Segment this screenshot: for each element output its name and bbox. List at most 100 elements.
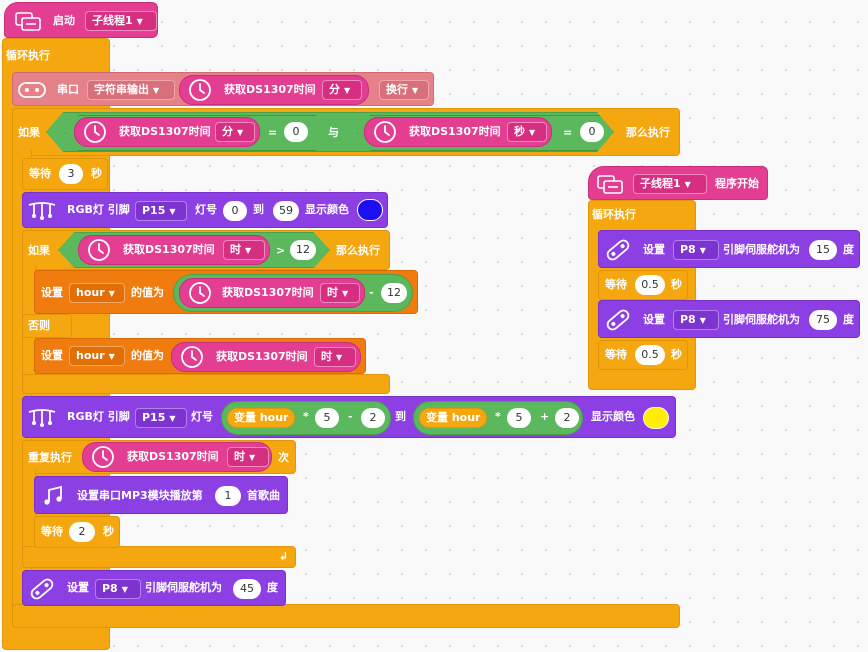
clock-icon <box>91 445 115 469</box>
variable-dropdown[interactable]: hour▼ <box>69 283 125 303</box>
color-swatch[interactable] <box>643 407 669 429</box>
repeat-label: 重复执行 <box>28 451 72 464</box>
value-label: 的值为 <box>131 349 164 362</box>
ds1307-reporter[interactable]: 获取DS1307时间 分▼ <box>179 75 369 105</box>
wait-seconds-input[interactable]: 2 <box>69 522 95 542</box>
chevron-down-icon: ▼ <box>684 180 691 189</box>
set-label: 设置 <box>41 349 63 362</box>
chevron-down-icon: ▼ <box>336 353 343 362</box>
rgb-block-1[interactable]: RGB灯 引脚 P15▼ 灯号 0 到 59 显示颜色 <box>22 192 388 228</box>
variable-dropdown[interactable]: hour▼ <box>69 346 125 366</box>
clock-icon <box>83 120 107 144</box>
variable-hour[interactable]: 变量 hour <box>419 408 488 428</box>
rgb-label: RGB灯 引脚 <box>67 410 130 423</box>
wait-block[interactable]: 等待 3 秒 <box>22 158 108 190</box>
value-input[interactable]: 0 <box>284 122 308 142</box>
song-number-input[interactable]: 1 <box>215 486 241 506</box>
thread-start-label: 程序开始 <box>715 177 759 190</box>
ds1307-reporter-hour[interactable]: 获取DS1307时间 时▼ <box>179 278 365 308</box>
angle-input[interactable]: 45 <box>233 579 261 599</box>
variable-hour[interactable]: 变量 hour <box>227 408 296 428</box>
time-unit-dropdown[interactable]: 时▼ <box>320 283 360 303</box>
pin-dropdown[interactable]: P15▼ <box>135 408 187 428</box>
rgb-block-2[interactable]: RGB灯 引脚 P15▼ 灯号 变量 hour * 5 - 2 到 变量 hou… <box>22 396 676 438</box>
degree-label: 度 <box>267 581 278 594</box>
minus-operator: - <box>369 286 374 299</box>
time-unit-dropdown[interactable]: 分▼ <box>322 80 362 100</box>
servo-block[interactable]: 设置 P8▼ 引脚伺服舵机为 15 度 <box>598 230 860 268</box>
value-input[interactable]: 12 <box>290 240 316 260</box>
set-variable-block-1[interactable]: 设置 hour▼ 的值为 获取DS1307时间 时▼ - 12 <box>34 270 418 314</box>
angle-input[interactable]: 15 <box>809 240 837 260</box>
value-input[interactable]: 5 <box>507 408 531 428</box>
times-label: 次 <box>278 451 289 464</box>
chevron-down-icon: ▼ <box>169 207 176 216</box>
thread-dropdown[interactable]: 子线程1▼ <box>85 11 157 31</box>
ds1307-reporter-sec[interactable]: 获取DS1307时间 秒▼ <box>364 117 552 147</box>
value-input[interactable]: 2 <box>555 408 579 428</box>
chevron-down-icon: ▼ <box>108 352 115 361</box>
time-unit-dropdown[interactable]: 时▼ <box>223 240 265 260</box>
servo-label: 引脚伺服舵机为 <box>145 581 222 594</box>
mp3-play-block[interactable]: 设置串口MP3模块播放第 1 首歌曲 <box>34 476 288 514</box>
wait-block[interactable]: 等待 0.5 秒 <box>598 340 688 370</box>
serial-output-block[interactable]: 串口 字符串输出▼ 获取DS1307时间 分▼ 换行▼ <box>12 72 434 106</box>
value-input[interactable]: 12 <box>381 283 407 303</box>
chevron-down-icon: ▼ <box>342 289 349 298</box>
seconds-label: 秒 <box>671 348 682 361</box>
seconds-label: 秒 <box>103 525 114 538</box>
ds1307-reporter-hour[interactable]: 获取DS1307时间 时▼ <box>171 342 361 372</box>
value-input[interactable]: 5 <box>315 408 339 428</box>
main-loop-label: 循环执行 <box>6 49 50 62</box>
pin-dropdown[interactable]: P8▼ <box>673 240 719 260</box>
time-unit-dropdown[interactable]: 秒▼ <box>507 122 547 142</box>
lamp-to-input[interactable]: 59 <box>273 201 299 221</box>
start-hat-block[interactable]: 启动 子线程1▼ <box>4 2 158 38</box>
lamp-from-input[interactable]: 0 <box>223 201 247 221</box>
ds1307-reporter-hour[interactable]: 获取DS1307时间 时▼ <box>82 442 272 472</box>
ds1307-reporter-hour[interactable]: 获取DS1307时间 时▼ <box>78 235 270 265</box>
seconds-label: 秒 <box>91 167 102 180</box>
seconds-label: 秒 <box>671 278 682 291</box>
time-unit-dropdown[interactable]: 时▼ <box>314 347 356 367</box>
chevron-down-icon: ▼ <box>699 316 706 325</box>
rgb-label: RGB灯 引脚 <box>67 203 130 216</box>
color-swatch[interactable] <box>357 199 383 221</box>
rgb-strip-icon <box>27 407 57 429</box>
ds1307-reporter-min[interactable]: 获取DS1307时间 分▼ <box>74 117 260 147</box>
ds1307-label: 获取DS1307时间 <box>127 450 219 463</box>
thread-dropdown[interactable]: 子线程1▼ <box>633 174 707 194</box>
servo-block[interactable]: 设置 P8▼ 引脚伺服舵机为 45 度 <box>22 570 286 606</box>
chevron-down-icon: ▼ <box>121 585 128 594</box>
degree-label: 度 <box>843 313 854 326</box>
serial-icon <box>17 80 47 100</box>
angle-input[interactable]: 75 <box>809 310 837 330</box>
pin-dropdown[interactable]: P15▼ <box>135 201 187 221</box>
value-input[interactable]: 0 <box>580 122 604 142</box>
value-input[interactable]: 2 <box>361 408 385 428</box>
if-label: 如果 <box>28 244 50 257</box>
wait-block[interactable]: 等待 2 秒 <box>34 516 120 548</box>
serial-mode-dropdown[interactable]: 字符串输出▼ <box>87 80 175 100</box>
newline-dropdown[interactable]: 换行▼ <box>379 80 429 100</box>
wait-seconds-input[interactable]: 3 <box>59 164 83 184</box>
clock-icon <box>373 120 397 144</box>
to-label: 到 <box>253 203 264 216</box>
wait-label: 等待 <box>605 278 627 291</box>
chevron-down-icon: ▼ <box>169 414 176 423</box>
pin-dropdown[interactable]: P8▼ <box>95 579 141 599</box>
then-label: 那么执行 <box>626 126 670 139</box>
time-unit-dropdown[interactable]: 分▼ <box>215 122 255 142</box>
thread-start-hat[interactable]: 子线程1▼ 程序开始 <box>588 166 768 200</box>
set-variable-block-2[interactable]: 设置 hour▼ 的值为 获取DS1307时间 时▼ <box>34 338 366 374</box>
wait-block[interactable]: 等待 0.5 秒 <box>598 270 688 300</box>
wait-label: 等待 <box>41 525 63 538</box>
wait-seconds-input[interactable]: 0.5 <box>635 275 665 295</box>
servo-block[interactable]: 设置 P8▼ 引脚伺服舵机为 75 度 <box>598 300 860 338</box>
wait-seconds-input[interactable]: 0.5 <box>635 345 665 365</box>
chevron-down-icon: ▼ <box>249 453 256 462</box>
pin-dropdown[interactable]: P8▼ <box>673 310 719 330</box>
time-unit-dropdown[interactable]: 时▼ <box>227 447 269 467</box>
else-label: 否则 <box>28 319 50 332</box>
chevron-down-icon: ▼ <box>412 86 419 95</box>
